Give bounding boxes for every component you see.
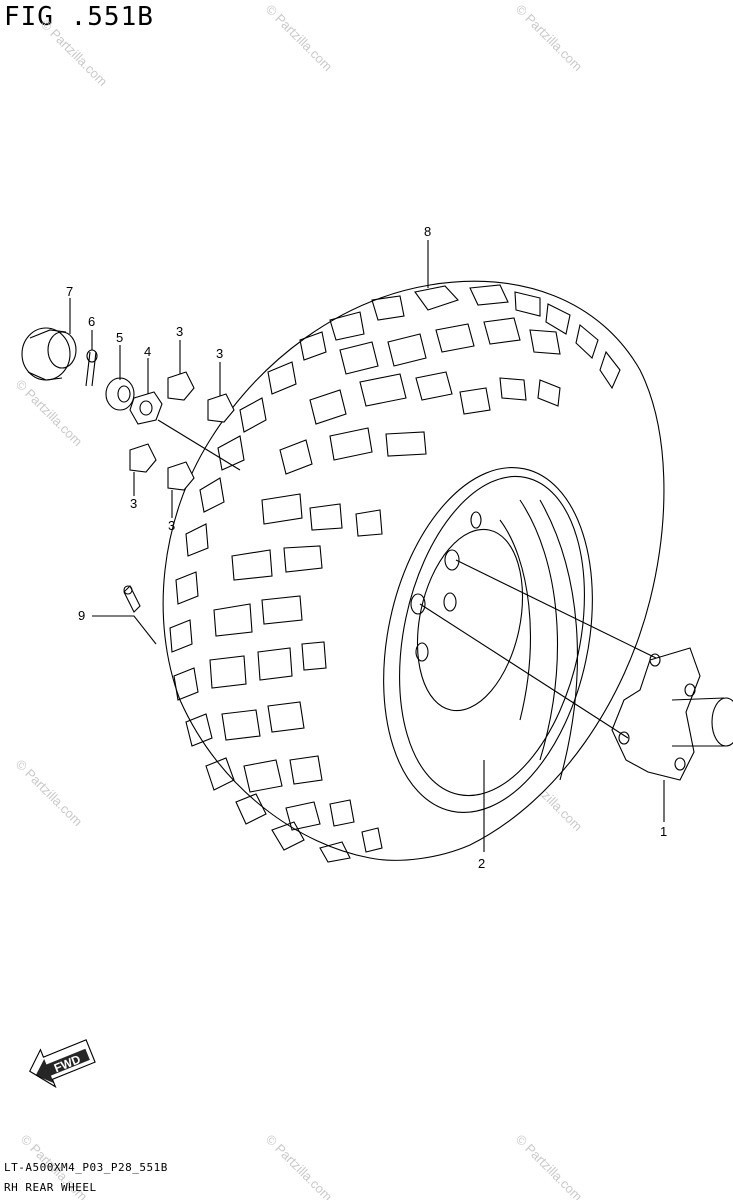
callout-3: 3 [130,496,137,511]
lug-nut [129,443,157,473]
lug-nut [207,393,235,423]
callout-3: 3 [168,518,175,533]
figure-caption: RH REAR WHEEL [4,1181,97,1194]
tread-inner-blocks [209,317,561,831]
leader-lines [69,240,665,852]
callout-2: 2 [478,856,485,871]
callout-6: 6 [88,314,95,329]
callout-3: 3 [216,346,223,361]
watermark: © Partzilla.com [38,17,111,90]
figure-title: FIG .551B [4,2,154,32]
callout-8: 8 [424,224,431,239]
fwd-arrow-icon: FWD [29,1039,96,1089]
lug-nut [167,461,195,491]
rim-center-disc [416,528,524,712]
callout-1: 1 [660,824,667,839]
valve-stem [123,585,141,613]
rim-bolt-hole [410,593,426,615]
watermark: © Partzilla.com [513,1132,586,1200]
rim-bolt-hole [444,549,460,571]
watermark: © Partzilla.com [263,1132,336,1200]
lug-nut [167,371,195,401]
washer-plate [129,391,163,425]
callout-3: 3 [176,324,183,339]
hub-stud [674,757,686,771]
hub-spindle-end [711,697,733,747]
rim-bolt-hole [470,511,482,529]
figure-code: LT-A500XM4_P03_P28_551B [4,1161,168,1174]
callout-9: 9 [78,608,85,623]
hub-stud [649,653,661,667]
wheel-rim [383,467,593,813]
rim-outer-edge [383,467,593,813]
cotter-pin [85,349,98,387]
callout-5: 5 [116,330,123,345]
watermark: © Partzilla.com [13,377,86,450]
rim-bolt-hole [415,642,429,662]
hub-flange [611,647,701,781]
rim-bolt-hole [443,592,457,612]
watermark: © Partzilla.com [13,757,86,830]
rim-spoke-ribs [499,499,578,781]
hub-stud [618,731,630,745]
rim-inner-edge [399,475,585,797]
tread-lugs [169,284,621,863]
hub-spindle [671,697,725,747]
callout-4: 4 [144,344,151,359]
callout-labels: 1 2 3 3 3 3 4 5 6 7 8 9 [66,224,667,871]
watermark: © Partzilla.com [263,2,336,75]
castle-nut [105,377,135,411]
hub-stud [684,683,696,697]
callout-7: 7 [66,284,73,299]
watermark: © Partzilla.com [513,2,586,75]
wheel-hub [611,647,733,781]
castle-nut-cap [21,327,77,381]
